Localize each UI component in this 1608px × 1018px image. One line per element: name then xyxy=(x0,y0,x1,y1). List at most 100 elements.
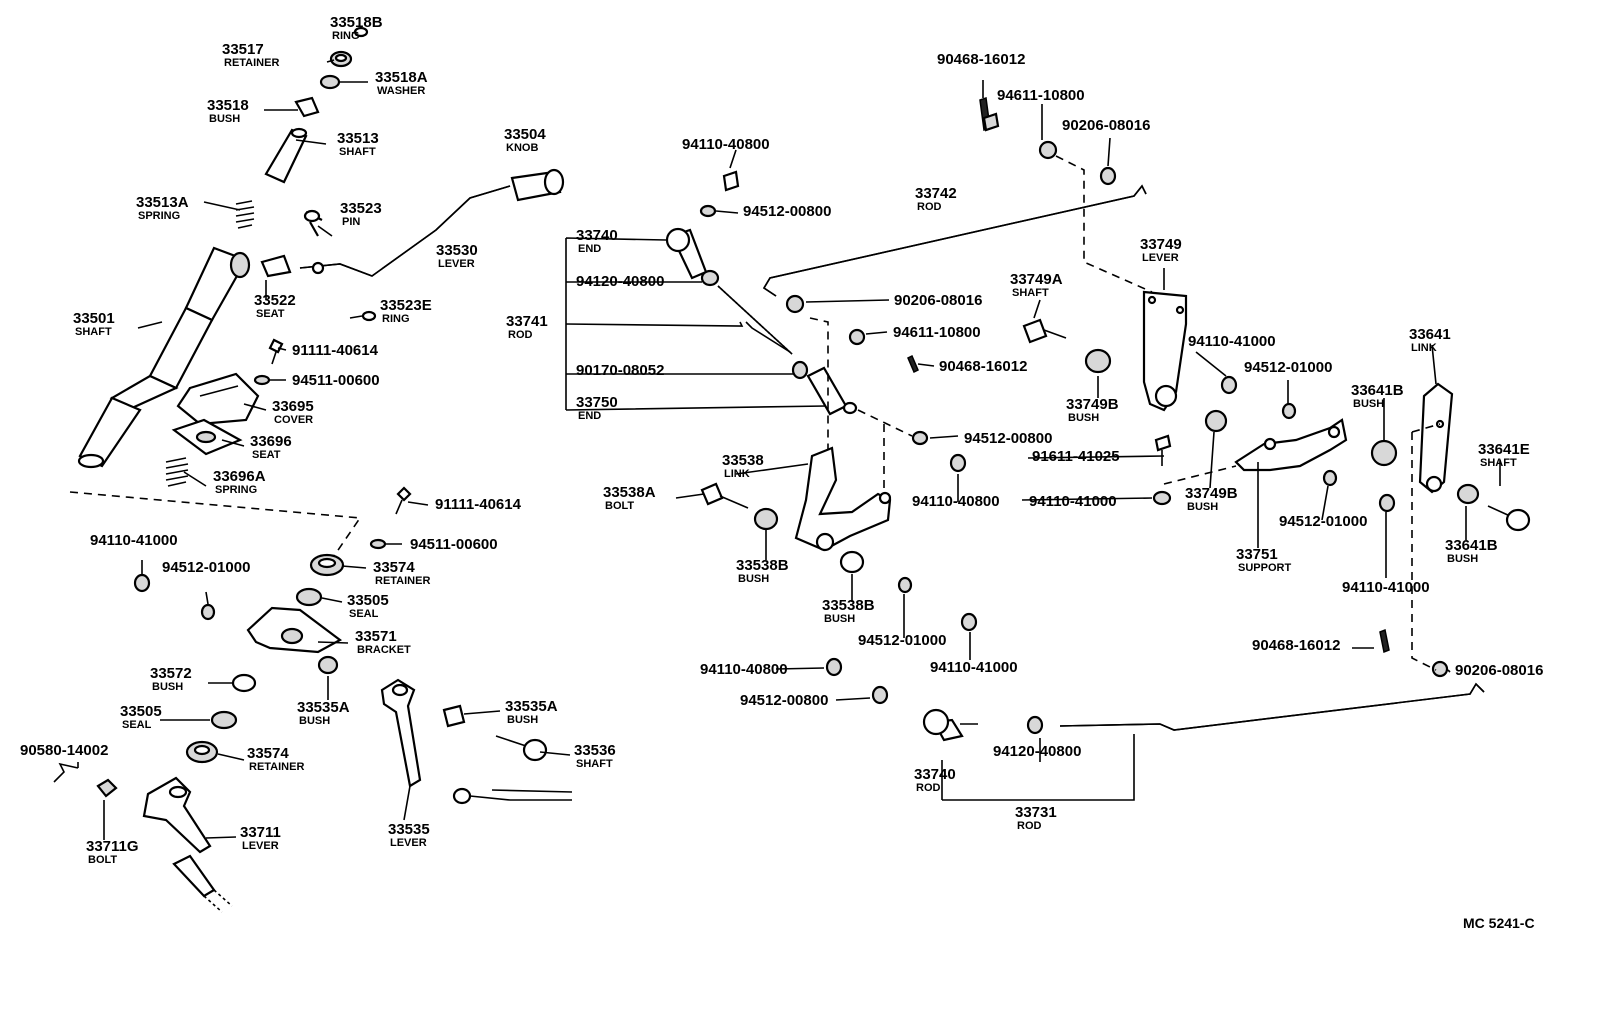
part-number: 91111-40614 xyxy=(435,496,522,513)
part-name: LEVER xyxy=(438,258,475,270)
part-number: 33740 xyxy=(576,227,618,244)
part-label-94611-10800: 94611-10800 xyxy=(893,324,981,341)
part-name: BUSH xyxy=(209,113,240,125)
part-label-90206-08016: 90206-08016 xyxy=(1455,662,1543,679)
part-name: SEAT xyxy=(256,308,285,320)
part-label-90580-14002: 90580-14002 xyxy=(20,742,108,759)
part-number: 33504 xyxy=(504,126,546,143)
part-number: 33574 xyxy=(373,559,415,576)
part-name: BUSH xyxy=(152,681,183,693)
part-number: 91611-41025 xyxy=(1032,448,1120,465)
part-label-94512-00800: 94512-00800 xyxy=(743,203,831,220)
part-number: 94511-00600 xyxy=(292,372,380,389)
part-label-94512-00800: 94512-00800 xyxy=(964,430,1052,447)
reference-code: MC 5241-C xyxy=(1463,915,1535,931)
part-label-94512-01000: 94512-01000 xyxy=(162,559,250,576)
part-name: BUSH xyxy=(507,714,538,726)
part-label-91611-41025: 91611-41025 xyxy=(1032,448,1120,465)
part-number: 33641B xyxy=(1445,537,1498,554)
part-number: 33740 xyxy=(914,766,956,783)
part-name: BUSH xyxy=(1447,553,1478,565)
part-number: 90468-16012 xyxy=(939,358,1027,375)
part-label-90468-16012: 90468-16012 xyxy=(1252,637,1340,654)
part-name: ROD xyxy=(508,329,533,341)
bracket-assembly xyxy=(53,486,573,913)
part-number: 33505 xyxy=(347,592,389,609)
part-number: 33513A xyxy=(136,194,189,211)
part-number: 94120-40800 xyxy=(576,273,664,290)
part-name: RING xyxy=(382,313,410,325)
part-number: 94611-10800 xyxy=(997,87,1085,104)
part-number: 94110-41000 xyxy=(1188,333,1276,350)
part-number: 33749 xyxy=(1140,236,1182,253)
part-name: ROD xyxy=(916,782,941,794)
part-number: 33641B xyxy=(1351,382,1404,399)
part-number: 33522 xyxy=(254,292,296,309)
part-name: END xyxy=(578,410,601,422)
part-number: 94511-00600 xyxy=(410,536,498,553)
part-number: 33536 xyxy=(574,742,616,759)
part-number: 33731 xyxy=(1015,804,1057,821)
part-name: SHAFT xyxy=(1480,457,1517,469)
part-label-94511-00600: 94511-00600 xyxy=(292,372,380,389)
part-label-94512-01000: 94512-01000 xyxy=(858,632,946,649)
part-number: 33523 xyxy=(340,200,382,217)
part-number: 33574 xyxy=(247,745,289,762)
part-name: SPRING xyxy=(138,210,180,222)
part-name: RETAINER xyxy=(224,57,279,69)
part-number: 33695 xyxy=(272,398,314,415)
part-number: 33711 xyxy=(240,824,281,841)
part-name: SEAL xyxy=(349,608,379,620)
part-label-90206-08016: 90206-08016 xyxy=(1062,117,1150,134)
part-number: 94110-41000 xyxy=(1029,493,1117,510)
part-name: RETAINER xyxy=(375,575,430,587)
part-number: 33696 xyxy=(250,433,292,450)
part-number: 33641E xyxy=(1478,441,1530,458)
part-label-94120-40800: 94120-40800 xyxy=(993,743,1081,760)
part-number: 94512-01000 xyxy=(162,559,250,576)
part-label-94120-40800: 94120-40800 xyxy=(576,273,664,290)
part-name: BOLT xyxy=(605,500,634,512)
part-label-91111-40614: 91111-40614 xyxy=(435,496,522,513)
part-number: 94512-01000 xyxy=(858,632,946,649)
rod-33742 xyxy=(762,184,1147,374)
part-label-90468-16012: 90468-16012 xyxy=(939,358,1027,375)
part-name: ROD xyxy=(1017,820,1042,832)
part-name: COVER xyxy=(274,414,313,426)
part-number: 33750 xyxy=(576,394,618,411)
part-number: 94120-40800 xyxy=(993,743,1081,760)
part-label-94511-00600: 94511-00600 xyxy=(410,536,498,553)
part-number: 33538B xyxy=(822,597,875,614)
part-name: RING xyxy=(332,30,360,42)
part-label-94110-41000: 94110-41000 xyxy=(930,659,1018,676)
part-number: 94512-00800 xyxy=(743,203,831,220)
part-name: BOLT xyxy=(88,854,117,866)
part-name: WASHER xyxy=(377,85,425,97)
part-name: BUSH xyxy=(1187,501,1218,513)
part-number: 33501 xyxy=(73,310,115,327)
rod-33731-assembly xyxy=(922,682,1485,742)
shift-shaft-assembly xyxy=(77,26,565,487)
part-number: 33535 xyxy=(388,821,430,838)
part-label-94512-01000: 94512-01000 xyxy=(1244,359,1332,376)
